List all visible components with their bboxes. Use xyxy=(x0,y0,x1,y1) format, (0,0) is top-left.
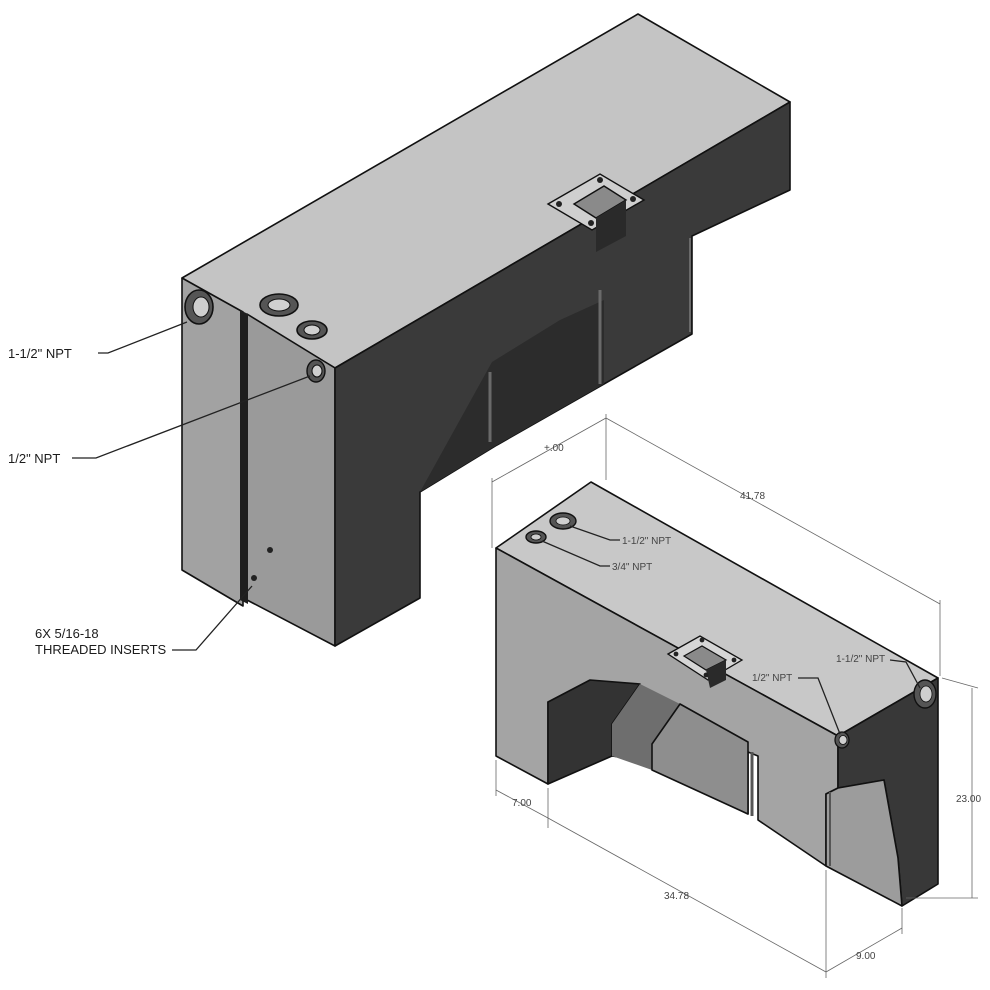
dim-depth-text: +.00 xyxy=(544,443,564,454)
dim-bottom-length-line xyxy=(547,817,827,973)
leader-side-port xyxy=(72,375,311,459)
dim-height-text: 23.00 xyxy=(956,794,981,805)
dim-length-line xyxy=(605,417,941,605)
left-tank-threaded-insert-2 xyxy=(251,575,257,581)
callout-end-port-small: 1/2" NPT xyxy=(752,673,792,684)
callout-top-fitting-large: 1-1/2" NPT xyxy=(622,536,671,547)
left-tank-flange-bolt-3 xyxy=(630,196,636,202)
right-tank-end-step xyxy=(825,779,903,907)
callout-inserts-line1: 6X 5/16-18 xyxy=(35,626,99,641)
callout-inserts-line2: THREADED INSERTS xyxy=(35,642,167,657)
right-tank-top-fitting-small-bore xyxy=(530,533,542,541)
dim-step-left-line xyxy=(495,789,549,819)
dim-step-left-text: 7.00 xyxy=(512,798,532,809)
dimension-lines xyxy=(491,414,979,978)
right-tank-flange-bolt-4 xyxy=(703,672,709,678)
right-tank-flange-bolt-2 xyxy=(699,637,705,643)
right-tank-filler-shaft xyxy=(706,660,726,688)
dim-length-text: 41.78 xyxy=(740,491,765,502)
left-tank-saddle-ramp xyxy=(420,300,604,492)
left-tank-filler-shaft xyxy=(596,200,626,252)
dim-height-ext-1 xyxy=(941,677,979,689)
callout-top-fitting-small: 3/4" NPT xyxy=(612,562,652,573)
right-tank-end-port-large-bore xyxy=(919,685,933,703)
right-tank-lower-section xyxy=(651,703,749,815)
leader-end-port-small xyxy=(798,677,841,735)
right-tank-flange-bolt-1 xyxy=(673,651,679,657)
left-tank-seam-channel xyxy=(240,310,248,604)
dim-bottom-length-text: 34.78 xyxy=(664,891,689,902)
dim-depth-line xyxy=(491,417,607,483)
leader-top-fitting-small xyxy=(541,540,610,567)
left-tank-end-port-small-bore xyxy=(311,364,323,378)
left-tank-flange-bolt-2 xyxy=(597,177,603,183)
callout-side-port: 1/2" NPT xyxy=(8,451,60,466)
left-tank-flange-bolt-4 xyxy=(588,220,594,226)
left-tank-top-fitting-large-bore xyxy=(267,298,291,312)
right-tank-top-fitting-large-bore xyxy=(555,516,571,526)
left-tank-top-fitting-small-bore xyxy=(303,324,321,336)
callout-top-outlet: 1-1/2" NPT xyxy=(8,346,72,361)
leader-top-fitting-large xyxy=(569,525,620,541)
left-tank-end-face-a xyxy=(181,277,244,607)
right-tank-view: 1-1/2" NPT 3/4" NPT 1-1/2" NPT 1/2" NPT xyxy=(491,414,981,978)
left-tank-flange-bolt-1 xyxy=(556,201,562,207)
dim-step-right-line xyxy=(825,927,903,973)
leader-end-port-large xyxy=(889,659,921,689)
callout-end-port-large: 1-1/2" NPT xyxy=(836,654,885,665)
left-tank-view: 1-1/2" NPT 1/2" NPT 6X 5/16-18 THREADED … xyxy=(8,13,791,657)
left-tank-end-port-large-bore xyxy=(192,296,210,318)
right-tank-end-port-small-bore xyxy=(838,735,848,745)
leader-top-outlet xyxy=(98,321,188,354)
right-tank-flange-bolt-3 xyxy=(731,657,737,663)
dim-step-right-text: 9.00 xyxy=(856,951,876,962)
right-tank-saddle-cutout-floor xyxy=(612,684,680,770)
leader-threaded-inserts xyxy=(172,585,253,651)
left-tank-threaded-insert-1 xyxy=(267,547,273,553)
